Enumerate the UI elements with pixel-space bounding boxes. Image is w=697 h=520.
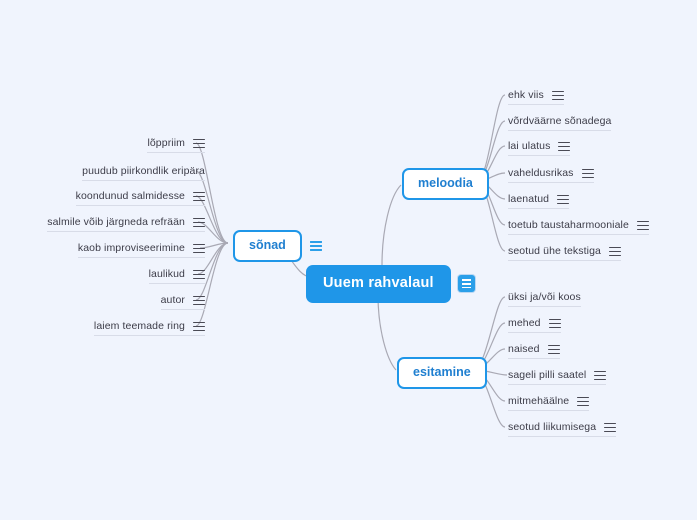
leaf-node[interactable]: mitmehäälne [508, 393, 590, 410]
leaf-underline [508, 104, 564, 105]
leaf-underline [508, 436, 617, 437]
leaf-node[interactable]: laulikud [149, 266, 205, 283]
leaf-node[interactable]: koondunud salmidesse [76, 188, 205, 205]
leaf-label: koondunud salmidesse [75, 190, 185, 203]
leaf-node[interactable]: üksi ja/või koos [508, 289, 581, 306]
note-lines-icon[interactable] [457, 275, 475, 293]
leaf-node[interactable]: laenatud [508, 191, 570, 208]
leaf-underline [508, 208, 570, 209]
leaf-node[interactable]: vaheldusrikas [508, 165, 594, 182]
note-lines-icon[interactable] [309, 240, 322, 251]
branch-label-sonad[interactable]: sõnad [233, 230, 302, 262]
leaf-underline [508, 332, 561, 333]
leaf-underline [508, 130, 612, 131]
leaf-underline [82, 180, 205, 181]
leaf-node[interactable]: naised [508, 341, 560, 358]
branch-label-meloodia[interactable]: meloodia [402, 168, 489, 200]
leaf-underline [508, 410, 590, 411]
leaf-label: puudub piirkondlik eripära [82, 165, 205, 178]
leaf-label: lai ulatus [508, 140, 551, 153]
note-lines-icon[interactable] [193, 269, 205, 280]
leaf-node[interactable]: võrdväärne sõnadega [508, 113, 611, 130]
leaf-underline [148, 283, 205, 284]
note-lines-icon[interactable] [193, 321, 205, 332]
leaf-node[interactable]: mehed [508, 315, 561, 332]
note-lines-icon[interactable] [558, 141, 571, 152]
leaf-underline [93, 335, 205, 336]
note-lines-icon[interactable] [581, 168, 594, 179]
leaf-label: seotud liikumisega [508, 421, 597, 434]
branch-label-esitamine[interactable]: esitamine [397, 357, 487, 389]
note-lines-icon[interactable] [193, 243, 205, 254]
note-lines-icon[interactable] [636, 220, 649, 231]
leaf-label: laulikud [148, 268, 185, 281]
note-lines-icon[interactable] [548, 318, 561, 329]
leaf-label: naised [508, 343, 540, 356]
leaf-underline [77, 257, 205, 258]
leaf-label: toetub taustaharmooniale [508, 219, 629, 232]
leaf-node[interactable]: seotud ühe tekstiga [508, 243, 621, 260]
leaf-node[interactable]: laiem teemade ring [94, 318, 205, 335]
leaf-label: mehed [508, 317, 541, 330]
leaf-label: mitmehäälne [508, 395, 570, 408]
leaf-underline [508, 234, 649, 235]
leaf-label: autor [160, 294, 185, 307]
note-lines-icon[interactable] [193, 138, 205, 149]
branch-node-sonad[interactable]: sõnad [233, 230, 322, 262]
leaf-underline [160, 309, 205, 310]
root-node[interactable]: Uuem rahvalaul [306, 265, 475, 303]
leaf-underline [147, 152, 205, 153]
leaf-label: seotud ühe tekstiga [508, 245, 601, 258]
leaf-underline [508, 155, 571, 156]
note-lines-icon[interactable] [193, 191, 205, 202]
branch-node-esitamine[interactable]: esitamine [397, 357, 487, 389]
leaf-label: laenatud [508, 193, 550, 206]
leaf-underline [508, 358, 560, 359]
leaf-label: sageli pilli saatel [508, 369, 587, 382]
note-lines-icon[interactable] [551, 90, 564, 101]
note-lines-icon[interactable] [193, 217, 205, 228]
leaf-label: ehk viis [508, 89, 544, 102]
leaf-label: võrdväärne sõnadega [508, 115, 612, 128]
leaf-node[interactable]: toetub taustaharmooniale [508, 217, 649, 234]
leaf-label: vaheldusrikas [508, 167, 574, 180]
leaf-node[interactable]: kaob improviseerimine [78, 240, 205, 257]
note-lines-icon[interactable] [604, 422, 617, 433]
leaf-underline [508, 384, 607, 385]
leaf-label: laiem teemade ring [93, 320, 185, 333]
note-lines-icon[interactable] [547, 344, 560, 355]
note-lines-icon[interactable] [193, 295, 205, 306]
note-lines-icon[interactable] [557, 194, 570, 205]
leaf-label: kaob improviseerimine [77, 242, 185, 255]
leaf-underline [508, 182, 594, 183]
leaf-underline [75, 205, 205, 206]
leaf-underline [47, 231, 205, 232]
leaf-node[interactable]: lai ulatus [508, 138, 571, 155]
leaf-node[interactable]: ehk viis [508, 87, 564, 104]
leaf-node[interactable]: autor [161, 292, 205, 309]
leaf-node[interactable]: lõppriim [147, 135, 205, 152]
leaf-underline [508, 306, 581, 307]
leaf-label: üksi ja/või koos [508, 291, 581, 304]
branch-node-meloodia[interactable]: meloodia [402, 168, 489, 200]
leaf-label: salmile võib järgneda refrään [47, 216, 185, 229]
root-node-label[interactable]: Uuem rahvalaul [306, 265, 451, 303]
leaf-node[interactable]: sageli pilli saatel [508, 367, 607, 384]
note-lines-icon[interactable] [608, 246, 621, 257]
note-lines-icon[interactable] [594, 370, 607, 381]
leaf-underline [508, 260, 621, 261]
leaf-label: lõppriim [147, 137, 185, 150]
leaf-node[interactable]: puudub piirkondlik eripära [82, 163, 205, 180]
leaf-node[interactable]: seotud liikumisega [508, 419, 617, 436]
note-lines-icon[interactable] [577, 396, 590, 407]
leaf-node[interactable]: salmile võib järgneda refrään [47, 214, 205, 231]
